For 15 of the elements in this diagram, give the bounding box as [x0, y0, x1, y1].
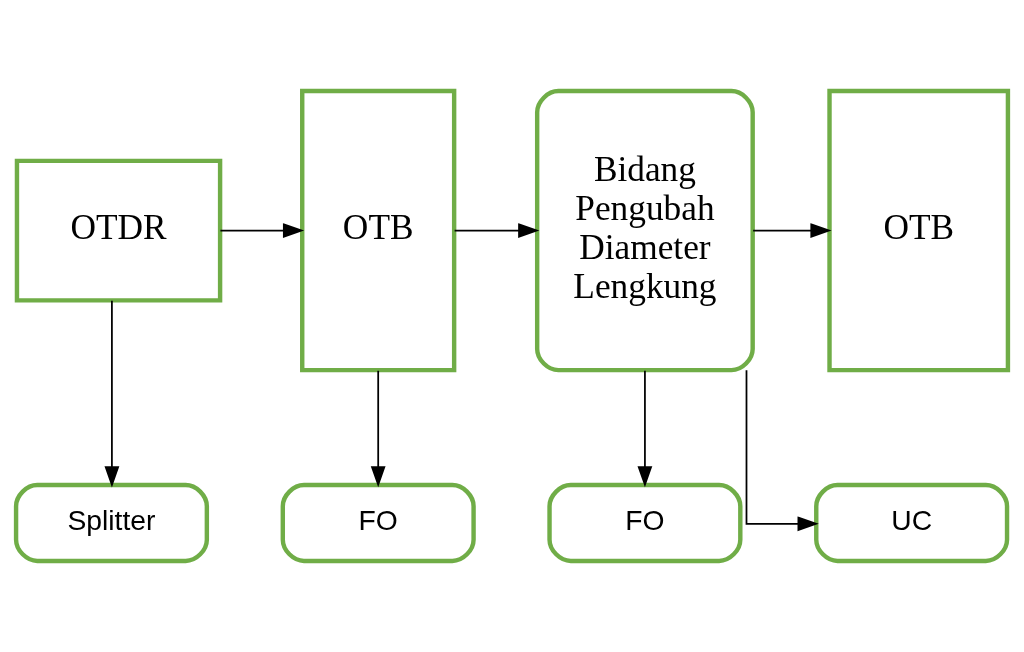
node-box: FO: [547, 482, 743, 564]
arrow: [104, 299, 120, 488]
node-box: OTB: [300, 88, 457, 373]
arrow: [219, 223, 305, 239]
node-box: OTB: [827, 88, 1011, 373]
arrow: [637, 369, 653, 488]
node-box: UC: [814, 482, 1010, 564]
node-box: FO: [280, 482, 476, 564]
node-box: OTDR: [14, 158, 223, 303]
arrow: [453, 223, 540, 239]
arrow: [370, 369, 386, 488]
arrow: [745, 369, 819, 532]
arrow: [752, 223, 832, 239]
node-box: Bidang Pengubah Diameter Lengkung: [534, 88, 755, 373]
node-box: Splitter: [13, 482, 210, 564]
